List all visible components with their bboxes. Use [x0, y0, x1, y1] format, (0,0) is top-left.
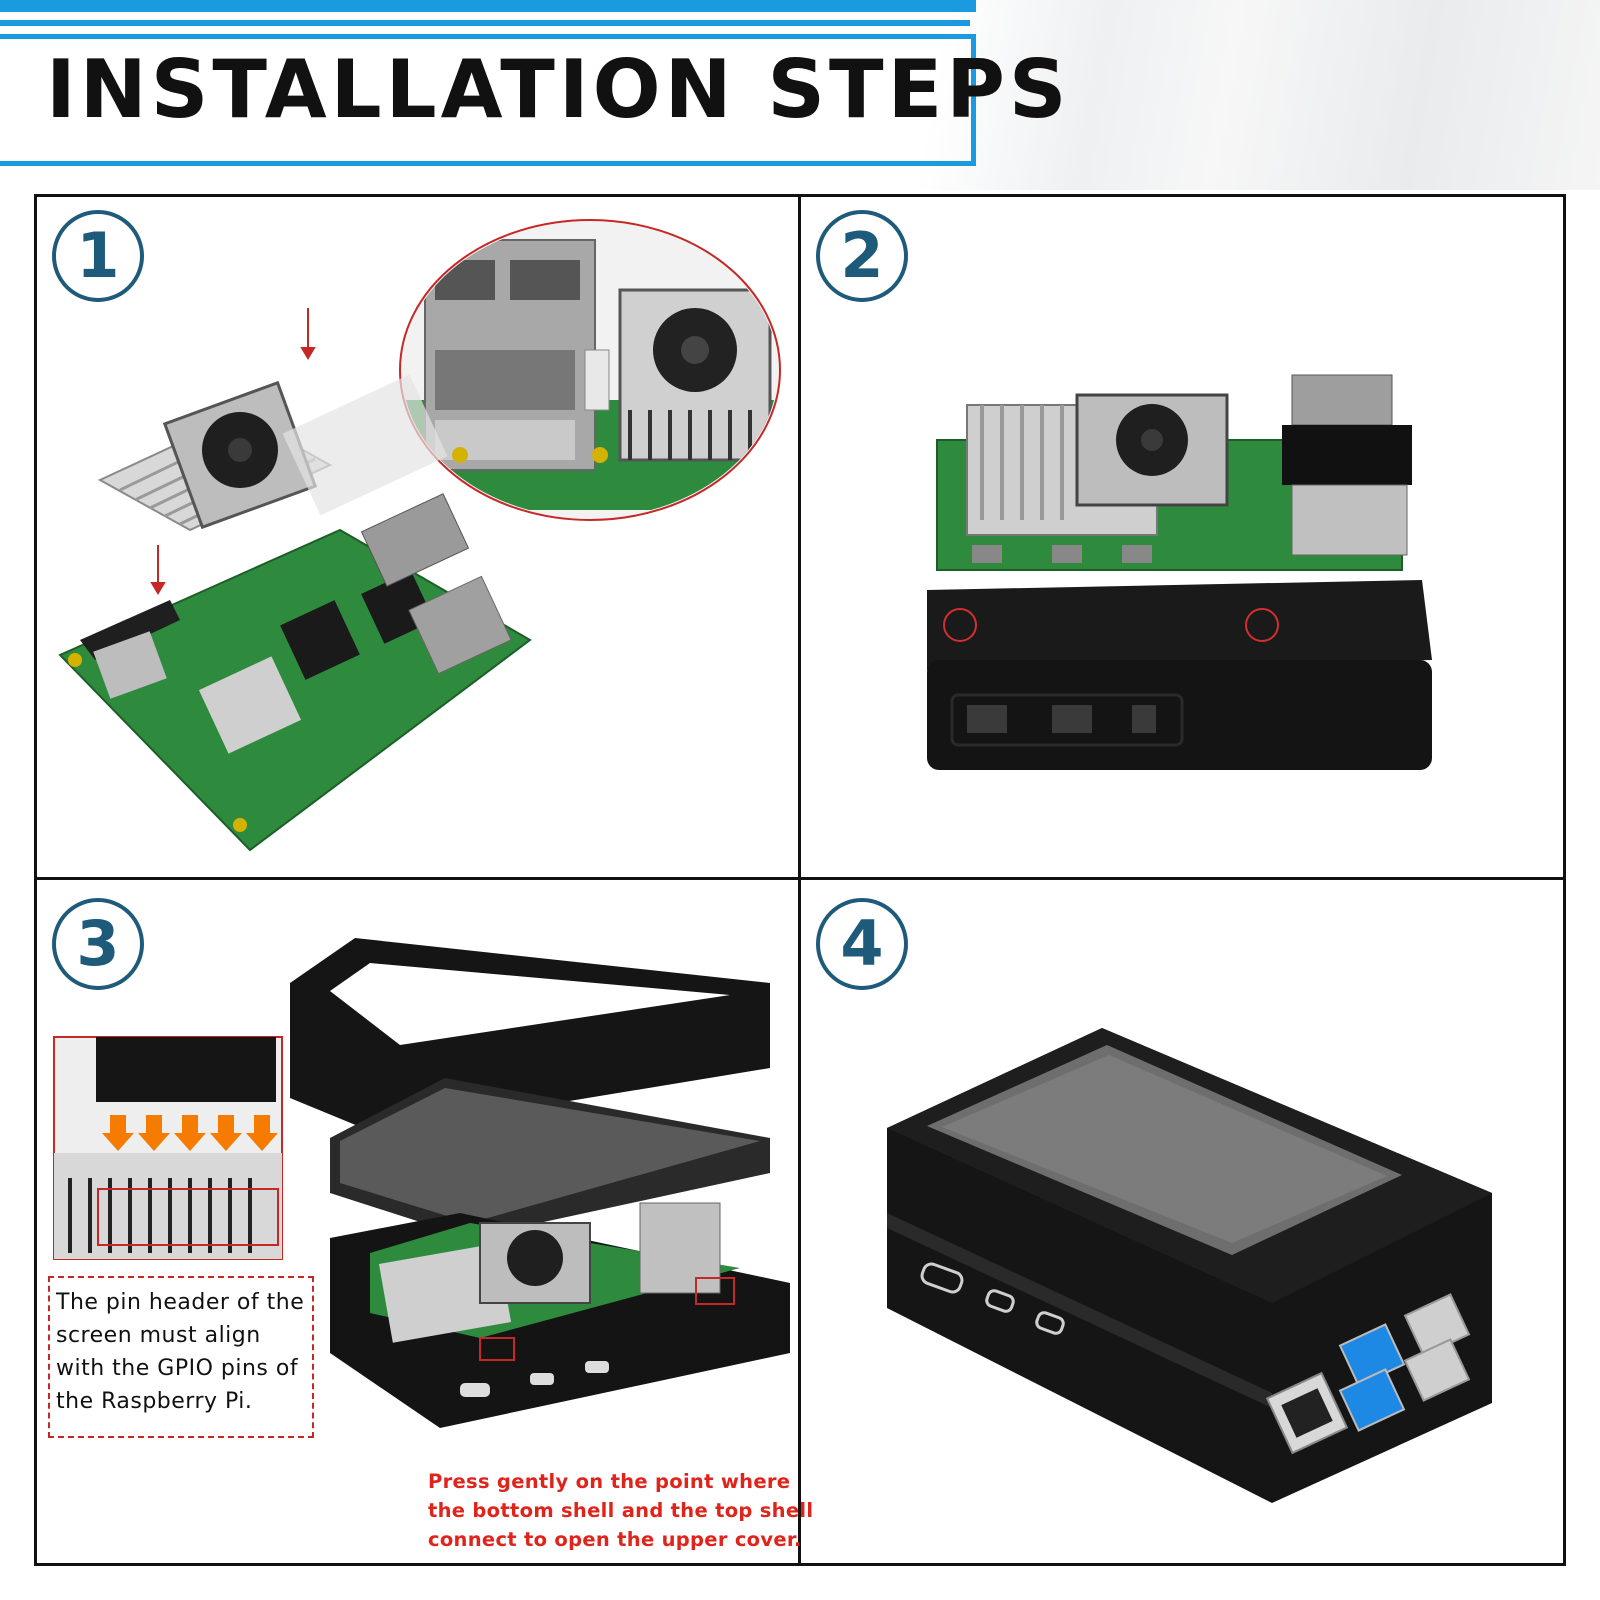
header-frame: [0, 34, 976, 166]
header-line: [0, 20, 970, 26]
note-line: the Raspberry Pi.: [56, 1389, 253, 1414]
step3-pin-header-inset: [53, 1036, 283, 1260]
step1-active-cooler: [97, 374, 448, 532]
note-line: screen must align: [56, 1323, 261, 1348]
step1-raspberry-pi-board: [58, 493, 532, 852]
step1-illustration: [58, 219, 781, 852]
step-badge-3: 3: [52, 898, 144, 990]
step4-illustration: [887, 1028, 1492, 1503]
note-line: The pin header of the: [56, 1290, 305, 1315]
step3-display-panel: [330, 1078, 770, 1238]
note-line: with the GPIO pins of: [56, 1356, 299, 1381]
header-background: [0, 0, 1600, 190]
step4-assembled-case: [887, 1028, 1492, 1503]
press-line: the bottom shell and the top shell: [428, 1499, 814, 1522]
page-title: INSTALLATION STEPS: [46, 43, 1071, 136]
header-top-stripe: [0, 0, 976, 12]
step2-raspberry-pi-board: [936, 374, 1412, 571]
press-line: Press gently on the point where: [428, 1470, 791, 1493]
step1-zoom-inset: [399, 219, 781, 521]
step2-case-bottom: [927, 580, 1432, 770]
step3-illustration: [53, 938, 790, 1428]
step3-case-with-board: [330, 1202, 790, 1428]
press-line: connect to open the upper cover.: [428, 1528, 802, 1551]
step-badge-4: 4: [816, 898, 908, 990]
pin-header-alignment-note: The pin header of the screen must align …: [48, 1276, 314, 1438]
grid-horizontal-divider: [34, 877, 1566, 880]
step2-illustration: [927, 374, 1432, 770]
open-cover-instruction: Press gently on the point where the bott…: [428, 1467, 814, 1554]
step1-arrows: [150, 308, 316, 595]
step-badge-1: 1: [52, 210, 144, 302]
grid-vertical-divider: [798, 194, 801, 1566]
step3-top-frame: [290, 938, 770, 1133]
step-badge-2: 2: [816, 210, 908, 302]
